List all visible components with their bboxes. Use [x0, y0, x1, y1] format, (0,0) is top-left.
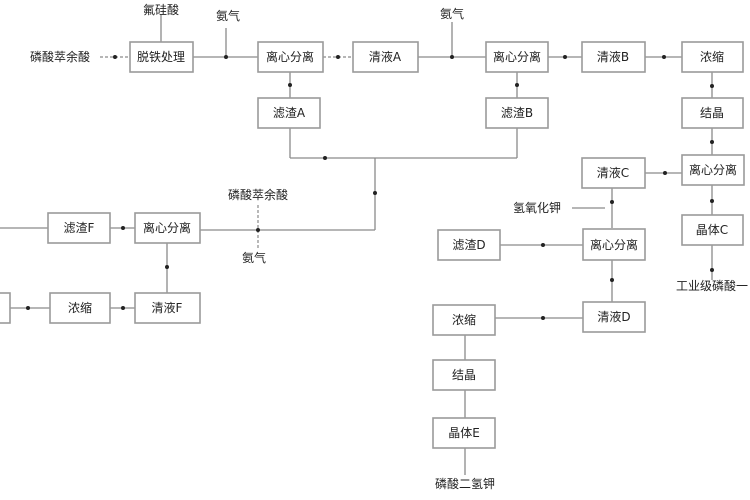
svg-text:结晶: 结晶 [700, 106, 724, 120]
svg-text:离心分离: 离心分离 [143, 220, 191, 235]
output-kdp: 磷酸二氢钾 [435, 476, 495, 491]
flow-arrow-dots [26, 55, 714, 320]
input-ammonia-3: 氨气 [242, 250, 266, 265]
node-centrifuge-4: 离心分离 [582, 228, 646, 261]
node-residue-a: 滤渣A [257, 97, 321, 129]
svg-text:脱铁处理: 脱铁处理 [137, 49, 185, 64]
node-liquid-b: 清液B [581, 41, 646, 73]
svg-text:晶体C: 晶体C [696, 223, 728, 237]
node-centrifuge-2: 离心分离 [485, 41, 549, 73]
node-centrifuge-5: 离心分离 [134, 212, 201, 244]
node-offscreen-left [0, 292, 11, 324]
node-centrifuge-3: 离心分离 [681, 154, 745, 186]
node-liquid-c: 清液C [581, 157, 646, 189]
node-liquid-f: 清液F [134, 292, 201, 324]
output-industrial-map: 工业级磷酸一 [676, 278, 748, 293]
svg-text:离心分离: 离心分离 [689, 162, 737, 177]
svg-text:离心分离: 离心分离 [590, 237, 638, 252]
node-concentrate-2: 浓缩 [432, 304, 496, 336]
svg-text:滤渣F: 滤渣F [64, 221, 95, 235]
svg-text:滤渣D: 滤渣D [452, 238, 485, 252]
input-potassium-hydroxide: 氢氧化钾 [513, 200, 561, 215]
node-crystal-c: 晶体C [681, 214, 744, 246]
node-crystal-e: 晶体E [432, 417, 496, 449]
input-fluorosilicic-acid: 氟硅酸 [143, 2, 179, 17]
svg-text:滤渣A: 滤渣A [273, 106, 306, 120]
node-liquid-d: 清液D [582, 301, 646, 333]
input-raffinate-acid-2: 磷酸萃余酸 [228, 187, 288, 202]
svg-text:浓缩: 浓缩 [452, 312, 476, 327]
svg-text:清液D: 清液D [597, 309, 630, 324]
input-ammonia-1: 氨气 [216, 8, 240, 23]
svg-text:清液F: 清液F [152, 300, 183, 315]
svg-text:离心分离: 离心分离 [266, 49, 314, 64]
node-concentrate-1: 浓缩 [681, 41, 744, 73]
svg-text:结晶: 结晶 [452, 368, 476, 382]
node-centrifuge-1: 离心分离 [257, 41, 324, 73]
svg-text:离心分离: 离心分离 [493, 49, 541, 64]
svg-text:清液C: 清液C [597, 165, 629, 180]
node-residue-b: 滤渣B [485, 97, 549, 129]
node-crystallize-1: 结晶 [681, 97, 744, 129]
input-raffinate-acid: 磷酸萃余酸 [30, 49, 90, 64]
svg-text:滤渣B: 滤渣B [501, 106, 533, 120]
node-concentrate-3: 浓缩 [49, 292, 111, 324]
svg-text:清液B: 清液B [597, 49, 629, 64]
svg-text:浓缩: 浓缩 [68, 300, 92, 315]
svg-text:浓缩: 浓缩 [700, 49, 724, 64]
input-ammonia-2: 氨气 [440, 6, 464, 21]
node-deiron: 脱铁处理 [129, 41, 194, 73]
node-crystallize-2: 结晶 [432, 359, 496, 391]
svg-text:清液A: 清液A [369, 49, 402, 64]
svg-text:晶体E: 晶体E [448, 426, 480, 440]
node-residue-d: 滤渣D [437, 229, 501, 261]
node-liquid-a: 清液A [352, 41, 419, 73]
node-residue-f: 滤渣F [47, 212, 111, 244]
